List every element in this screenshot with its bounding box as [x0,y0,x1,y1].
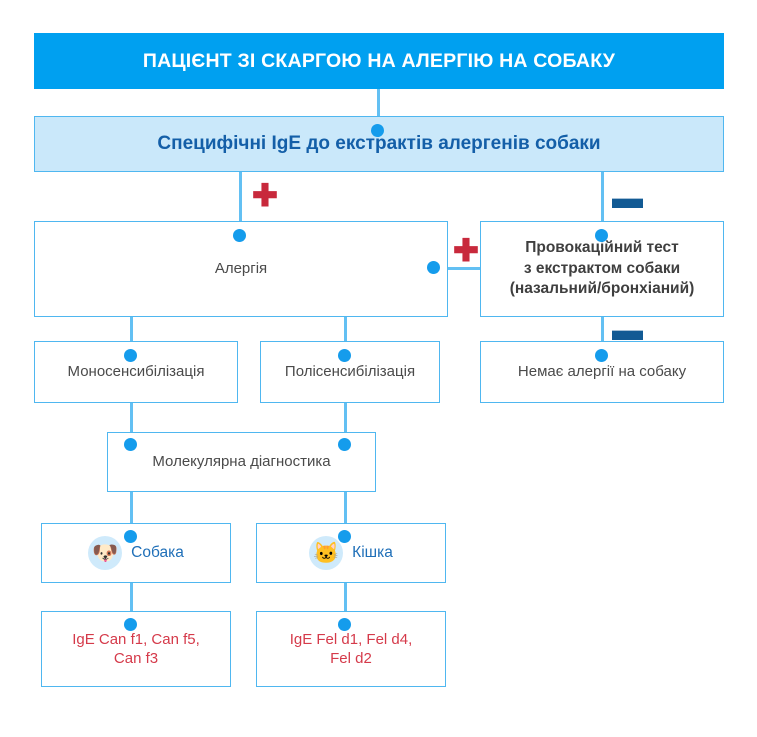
dot-poly-input [338,349,351,362]
sign-minus-provocation-to-noallergy: ▬ [612,312,643,347]
sign-minus-band-to-provocation: ▬ [612,180,643,215]
connector-band-to-provocation [601,172,604,240]
dot-allergy-input [233,229,246,242]
node-provocation-test-label: Провокаційний тест з екстрактом собаки (… [509,239,695,298]
dog-row: 🐶 Собака [88,536,184,570]
node-cat-label: Кішка [352,544,393,562]
dot-ige-dog-input [124,618,137,631]
connector-allergy-to-mono [130,317,133,360]
connector-mono-to-molecular [130,403,133,451]
dot-cat-input [338,530,351,543]
header-banner: ПАЦІЄНТ ЗІ СКАРГОЮ НА АЛЕРГІЮ НА СОБАКУ [34,33,724,89]
cat-icon: 🐱 [309,536,344,570]
connector-provocation-to-noallergy [601,317,604,360]
connector-molecular-to-cat [344,492,347,542]
connector-cat-to-ige [344,583,347,630]
connector-band-to-allergy [239,172,242,240]
dot-molecular-input-right [338,438,351,451]
dot-allergy-side-input [427,261,440,274]
connector-provocation-to-allergy [433,267,493,270]
dot-molecular-input-left [124,438,137,451]
connector-poly-to-molecular [344,403,347,451]
connector-banner-to-band [377,89,380,133]
dot-noallergy-input [595,349,608,362]
dot-ige-cat-input [338,618,351,631]
node-ige-cat-label: IgE Fel d1, Fel d4, Fel d2 [289,630,413,667]
dog-icon: 🐶 [88,536,123,570]
node-ige-dog-label: IgE Can f1, Can f5, Can f3 [72,630,200,667]
node-ige-cat-components: IgE Fel d1, Fel d4, Fel d2 [256,611,446,687]
cat-row: 🐱 Кішка [309,536,393,570]
dot-mono-input [124,349,137,362]
node-monosensitization: Моносенсибілізація [34,341,238,403]
sign-plus-provocation-to-allergy: ✚ [453,233,479,268]
dot-provocation-input [595,229,608,242]
node-dog-label: Собака [131,544,184,562]
dot-band-input [371,124,384,137]
sign-plus-band-to-allergy: ✚ [252,178,278,213]
connector-allergy-to-poly [344,317,347,360]
node-cat: 🐱 Кішка [256,523,446,583]
connector-dog-to-ige [130,583,133,630]
node-dog: 🐶 Собака [41,523,231,583]
connector-molecular-to-dog [130,492,133,542]
dot-dog-input [124,530,137,543]
node-polysensitization: Полісенсибілізація [260,341,440,403]
node-molecular-diagnostics: Молекулярна діагностика [107,432,376,492]
